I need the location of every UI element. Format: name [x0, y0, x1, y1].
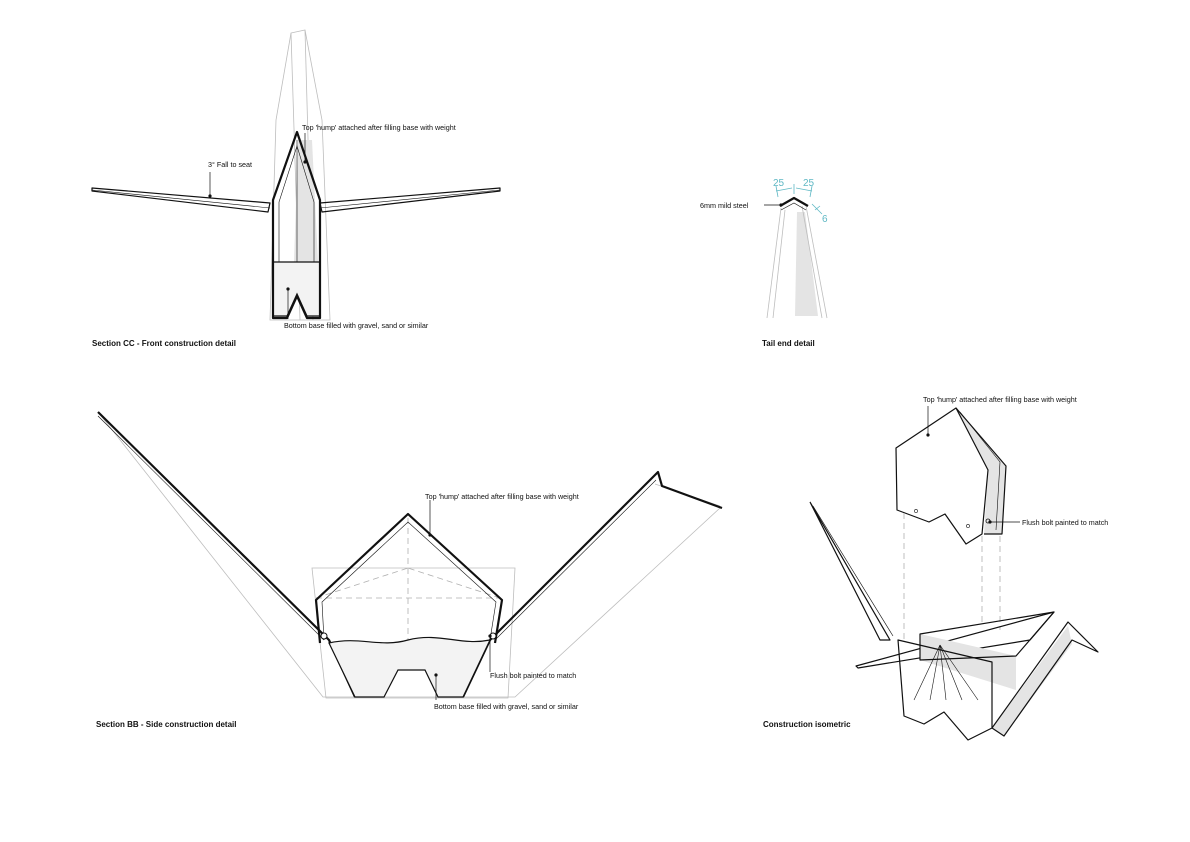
front-shading — [294, 140, 318, 262]
front-base-note: Bottom base filled with gravel, sand or … — [284, 321, 429, 330]
side-base-gravel — [328, 636, 492, 698]
tail-dimensions: 25 25 6 — [773, 178, 828, 225]
tail-shading — [795, 212, 818, 316]
iso-hump-note: Top 'hump' attached after filling base w… — [923, 395, 1077, 404]
side-right-wing — [462, 470, 723, 698]
iso-bolt-note: Flush bolt painted to match — [1022, 518, 1108, 527]
iso-hump-side-shade — [956, 408, 1006, 534]
tail-dim-thickness: 6 — [822, 214, 828, 225]
iso-tail — [991, 621, 1099, 737]
front-left-wing — [91, 187, 271, 213]
iso-neck — [809, 501, 891, 641]
front-detail-title: Section CC - Front construction detail — [92, 339, 236, 348]
iso-base — [897, 639, 993, 741]
tail-end-detail: 25 25 6 6mm mild steel Tail end detail — [700, 178, 828, 348]
front-hump — [271, 130, 322, 262]
side-construction-detail: Top 'hump' attached after filling base w… — [96, 411, 723, 729]
side-detail-title: Section BB - Side construction detail — [96, 720, 236, 729]
iso-body — [919, 611, 1055, 661]
side-ghost-outline — [97, 411, 721, 698]
tail-dim-right: 25 — [803, 178, 815, 189]
front-right-wing — [319, 187, 501, 213]
iso-title: Construction isometric — [763, 720, 851, 729]
iso-hump — [895, 407, 989, 545]
construction-isometric: Top 'hump' attached after filling base w… — [763, 395, 1108, 741]
tail-steel-profile — [779, 196, 809, 207]
front-fall-note: 3° Fall to seat — [208, 160, 252, 169]
tail-steel-note: 6mm mild steel — [700, 201, 749, 210]
side-bolt-note: Flush bolt painted to match — [490, 671, 576, 680]
tail-detail-title: Tail end detail — [762, 339, 815, 348]
side-left-wing — [97, 411, 357, 698]
side-hump — [314, 512, 504, 644]
tail-dim-left: 25 — [773, 178, 785, 189]
side-base-note: Bottom base filled with gravel, sand or … — [434, 702, 579, 711]
front-hump-note: Top 'hump' attached after filling base w… — [302, 123, 456, 132]
side-hump-note: Top 'hump' attached after filling base w… — [425, 492, 579, 501]
front-base-gravel — [272, 261, 321, 317]
front-construction-detail: 3° Fall to seat Top 'hump' attached afte… — [91, 29, 501, 348]
